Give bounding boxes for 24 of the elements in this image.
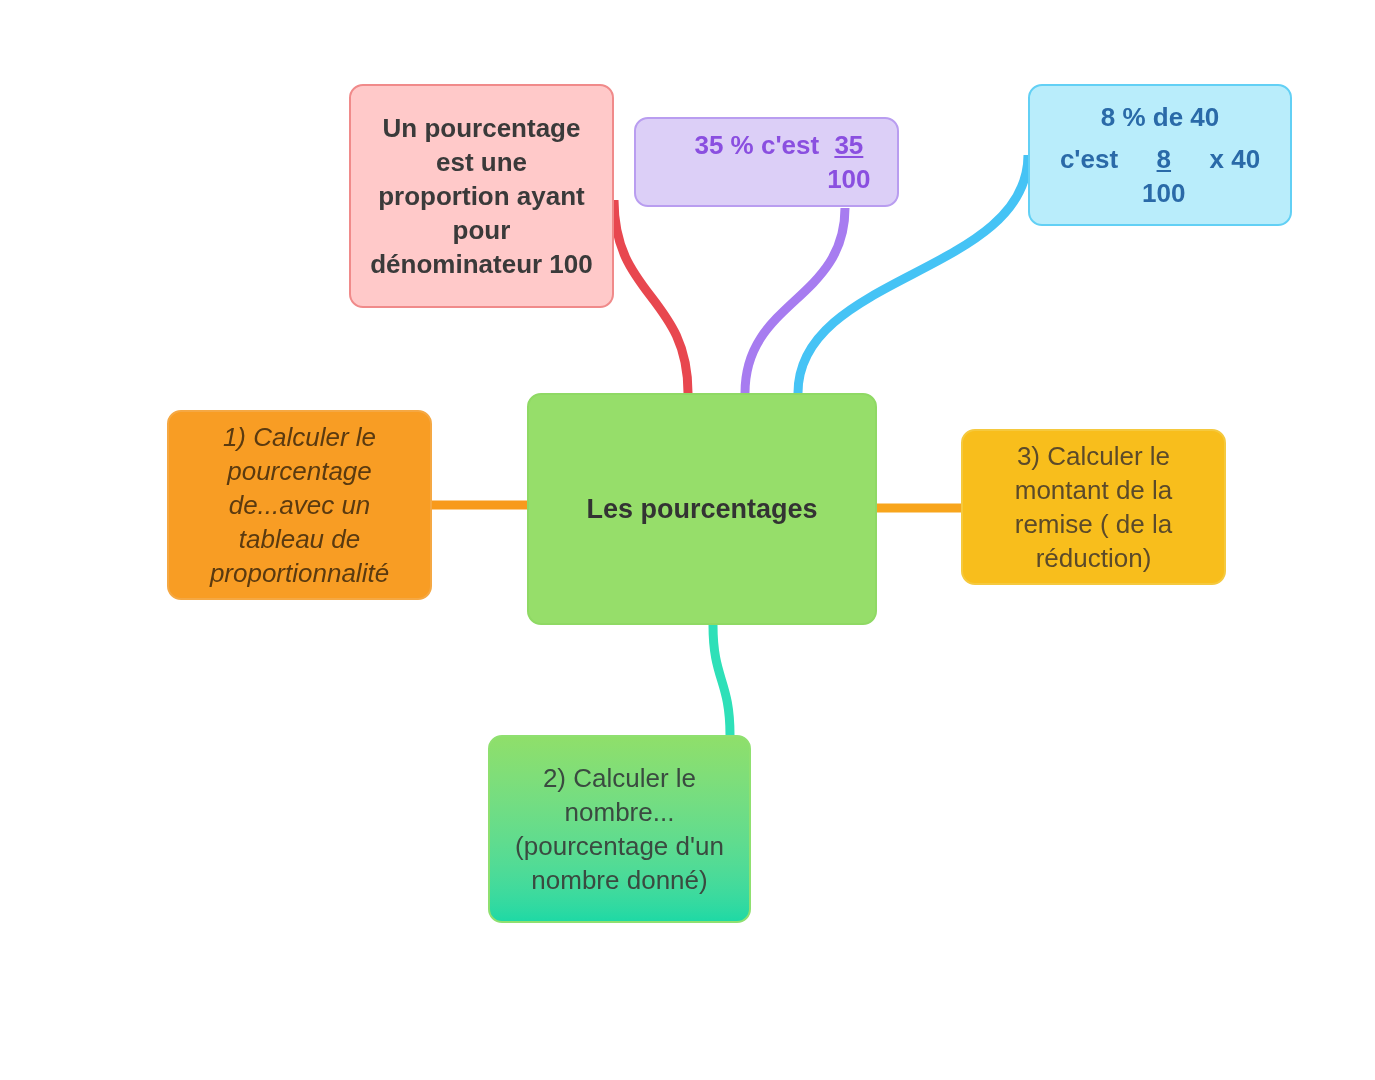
node-text: x 40 bbox=[1209, 143, 1261, 176]
branch-connector bbox=[740, 207, 850, 394]
node-text: 2) Calculer le nombre... (pourcentage d'un nombre donné) bbox=[514, 762, 725, 897]
fraction-denominator: 100 bbox=[1142, 177, 1186, 210]
fraction-numerator: 35 bbox=[834, 129, 864, 162]
central-topic-box bbox=[527, 393, 877, 625]
central-topic-text: Les pourcentages bbox=[586, 492, 818, 526]
topic-box bbox=[961, 429, 1226, 585]
fraction-numerator: 8 bbox=[1156, 143, 1172, 176]
node-text: 35 % c'est bbox=[694, 129, 820, 162]
node-text: c'est bbox=[1059, 143, 1119, 176]
branch-connector bbox=[877, 503, 961, 513]
topic-box bbox=[349, 84, 614, 308]
topic-box bbox=[1028, 84, 1292, 226]
node-text: Un pourcentage est une proportion ayant pour dénominateur 100 bbox=[369, 112, 594, 281]
topic-box bbox=[634, 117, 899, 207]
node-text: 8 % de 40 bbox=[1100, 101, 1220, 134]
node-text: 1) Calculer le pourcentage de...avec un tableau de proportionnalité bbox=[208, 421, 391, 590]
topic-box bbox=[167, 410, 432, 600]
topic-box bbox=[488, 735, 751, 923]
node-text: 3) Calculer le montant de la remise ( de la réduction) bbox=[1013, 440, 1174, 575]
branch-connector bbox=[432, 500, 527, 510]
branch-connector bbox=[708, 624, 735, 736]
fraction-denominator: 100 bbox=[827, 163, 871, 196]
